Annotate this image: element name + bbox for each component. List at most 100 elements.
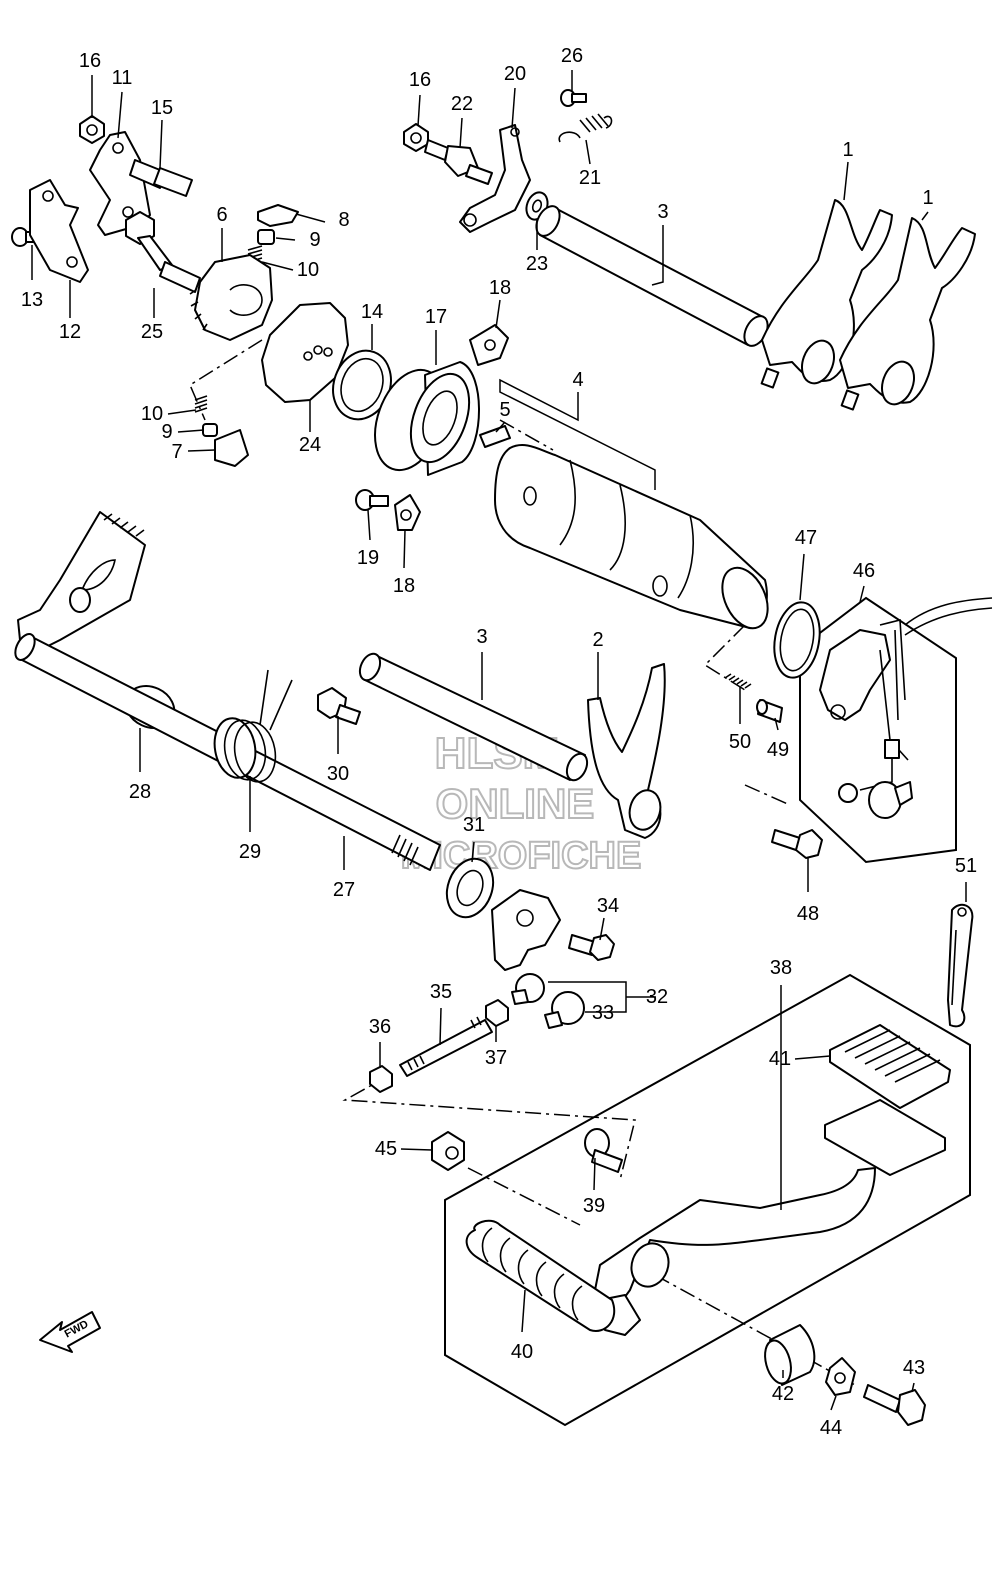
callout-46: 46 [853, 560, 875, 582]
callout-50: 50 [729, 731, 751, 753]
leader-lines [31, 70, 967, 1411]
callout-3: 3 [476, 626, 487, 648]
group-box-sensor [799, 596, 957, 864]
part-1a-fork [760, 199, 893, 389]
part-14-oring [332, 349, 392, 421]
part-31-seal [445, 857, 495, 919]
callout-21: 21 [579, 167, 601, 189]
part-51-band [947, 903, 974, 1028]
part-45-bushing [431, 1131, 465, 1171]
callout-40: 40 [511, 1341, 533, 1363]
part-1b-fork [839, 217, 976, 411]
callout-4: 4 [572, 369, 583, 391]
part-18a-plate [469, 324, 509, 366]
callout-13: 13 [21, 289, 43, 311]
part-11-plate [89, 131, 151, 236]
callout-42: 42 [772, 1383, 794, 1405]
callout-30: 30 [327, 763, 349, 785]
callout-31: 31 [463, 814, 485, 836]
part-5-pin [479, 425, 511, 448]
callout-16: 16 [79, 50, 101, 72]
part-26-screw [560, 89, 587, 107]
callout-22: 22 [451, 93, 473, 115]
callout-5: 5 [499, 399, 510, 421]
callout-12: 12 [59, 321, 81, 343]
part-10a-spring [247, 245, 263, 267]
callout-17: 17 [425, 306, 447, 328]
part-25-bolt [125, 211, 201, 293]
part-20-arm [459, 124, 531, 233]
callout-32: 32 [646, 986, 668, 1008]
part-50-spring [724, 673, 752, 689]
part-41-pad [829, 1024, 951, 1109]
part-17-bearing [374, 361, 480, 476]
part-36-nut [369, 1065, 393, 1093]
part-44-washer [825, 1357, 856, 1396]
part-33-joint [544, 991, 585, 1029]
callout-9: 9 [309, 229, 320, 251]
watermark-line-3: MICROFICHE [401, 835, 642, 877]
callout-23: 23 [526, 253, 548, 275]
callout-9: 9 [161, 421, 172, 443]
part-2-fork [587, 663, 666, 839]
part-43-bolt [863, 1384, 926, 1426]
part-10b-spring [194, 395, 208, 413]
callout-28: 28 [129, 781, 151, 803]
callout-51: 51 [955, 855, 977, 877]
part-49-pin [756, 699, 783, 723]
callout-24: 24 [299, 434, 321, 456]
callout-6: 6 [216, 204, 227, 226]
callout-45: 45 [375, 1138, 397, 1160]
part-38-brake-pedal [591, 1099, 946, 1336]
part-35-rod [399, 1016, 493, 1077]
part-3a-shaft [535, 205, 769, 347]
part-37-nut [485, 999, 509, 1027]
part-6-cam [189, 254, 273, 341]
callout-18: 18 [393, 575, 415, 597]
callout-14: 14 [361, 301, 383, 323]
callout-8: 8 [338, 209, 349, 231]
part-47-oring [773, 601, 821, 679]
group-box-brake-pedal [444, 973, 971, 1427]
callout-3: 3 [657, 201, 668, 223]
callout-47: 47 [795, 527, 817, 549]
callout-27: 27 [333, 879, 355, 901]
callout-1: 1 [842, 139, 853, 161]
part-30-bolt [317, 687, 361, 725]
part-15-stud [129, 159, 193, 197]
callout-26: 26 [561, 45, 583, 67]
callout-19: 19 [357, 547, 379, 569]
part-3b-shaft [358, 652, 589, 782]
part-48-bolt [771, 829, 823, 859]
part-18b-plate [394, 494, 421, 531]
callout-29: 29 [239, 841, 261, 863]
callout-10: 10 [141, 403, 163, 425]
part-40-footrest-rubber [465, 1219, 616, 1332]
callout-20: 20 [504, 63, 526, 85]
callout-43: 43 [903, 1357, 925, 1379]
callout-16: 16 [409, 69, 431, 91]
part-34-bolt [568, 934, 615, 961]
part-46-sensor [819, 597, 993, 819]
part-21-spring [558, 113, 613, 143]
callout-36: 36 [369, 1016, 391, 1038]
callout-37: 37 [485, 1047, 507, 1069]
callouts: 1 1 2 3 3 4 5 6 7 8 9 9 10 10 11 12 13 1… [21, 45, 977, 1439]
callout-7: 7 [171, 441, 182, 463]
part-22-stud [424, 139, 493, 185]
part-39-pin [584, 1128, 623, 1173]
part-9b-pin [202, 423, 218, 437]
part-32-shift-lever [491, 889, 561, 1005]
callout-38: 38 [770, 957, 792, 979]
callout-11: 11 [112, 67, 133, 89]
callout-39: 39 [583, 1195, 605, 1217]
part-4-shift-drum [494, 444, 769, 630]
part-9a-pin [257, 229, 275, 245]
fwd-arrow-icon: FWD [39, 1311, 101, 1353]
part-8-pawl [257, 204, 299, 227]
callout-15: 15 [151, 97, 173, 119]
callout-2: 2 [592, 629, 603, 651]
part-42-collar [764, 1324, 816, 1386]
part-19-screw [355, 489, 389, 511]
part-16a-nut [79, 115, 105, 144]
